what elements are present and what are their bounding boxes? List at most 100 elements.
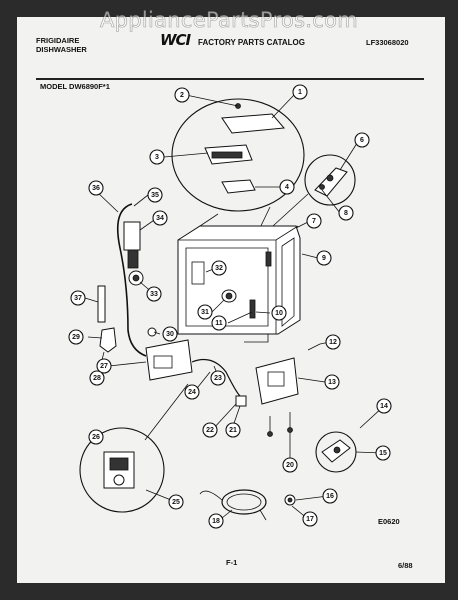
- callout-bubble: [89, 370, 105, 386]
- callout-16: 16: [322, 488, 338, 504]
- callout-bubble: [324, 374, 340, 390]
- callout-30: 30: [162, 326, 178, 342]
- callout-number: 16: [326, 493, 334, 500]
- callout-bubble: [322, 488, 338, 504]
- callout-17: 17: [302, 511, 318, 527]
- revision-date: 6/88: [398, 561, 413, 570]
- callout-number: 10: [275, 310, 283, 317]
- callout-21: 21: [225, 422, 241, 438]
- callout-7: 7: [306, 213, 322, 229]
- callout-bubble: [338, 205, 354, 221]
- callout-bubble: [375, 445, 391, 461]
- callout-bubble: [149, 149, 165, 165]
- callout-number: 35: [151, 192, 159, 199]
- callout-26: 26: [88, 429, 104, 445]
- callout-bubble: [197, 304, 213, 320]
- callout-number: 37: [74, 295, 82, 302]
- callout-number: 7: [312, 218, 316, 225]
- callout-bubble: [302, 511, 318, 527]
- drawing-code: E0620: [378, 517, 400, 526]
- catalog-number: LF33068020: [366, 38, 409, 47]
- callout-bubble: [211, 260, 227, 276]
- model-label: MODEL DW6890F*1: [40, 82, 110, 91]
- callout-number: 1: [298, 89, 302, 96]
- callout-15: 15: [375, 445, 391, 461]
- callout-number: 24: [188, 389, 196, 396]
- wci-logo: WCI: [160, 31, 191, 49]
- callout-number: 2: [180, 92, 184, 99]
- callout-27: 27: [96, 358, 112, 374]
- callout-35: 35: [147, 187, 163, 203]
- switch-detail-circle: [315, 431, 357, 473]
- callout-number: 12: [329, 339, 337, 346]
- callout-number: 9: [322, 255, 326, 262]
- callout-number: 36: [92, 185, 100, 192]
- callout-bubble: [88, 180, 104, 196]
- callout-23: 23: [210, 370, 226, 386]
- callout-2: 2: [174, 87, 190, 103]
- callout-number: 33: [150, 291, 158, 298]
- callout-31: 31: [197, 304, 213, 320]
- callout-8: 8: [338, 205, 354, 221]
- callout-number: 28: [93, 375, 101, 382]
- callout-10: 10: [271, 305, 287, 321]
- callout-32: 32: [211, 260, 227, 276]
- callout-bubble: [68, 329, 84, 345]
- callout-22: 22: [202, 422, 218, 438]
- callout-bubble: [376, 398, 392, 414]
- brand-name: FRIGIDAIRE: [36, 36, 80, 45]
- callout-number: 32: [215, 265, 223, 272]
- callout-number: 27: [100, 363, 108, 370]
- callout-bubble: [210, 370, 226, 386]
- callout-bubble: [325, 334, 341, 350]
- callout-number: 8: [344, 210, 348, 217]
- callout-number: 25: [172, 499, 180, 506]
- callout-34: 34: [152, 210, 168, 226]
- callout-number: 29: [72, 334, 80, 341]
- callout-bubble: [88, 429, 104, 445]
- callout-12: 12: [325, 334, 341, 350]
- callout-36: 36: [88, 180, 104, 196]
- callout-bubble: [208, 513, 224, 529]
- callout-29: 29: [68, 329, 84, 345]
- callout-bubble: [279, 179, 295, 195]
- callout-number: 6: [360, 137, 364, 144]
- callout-bubble: [162, 326, 178, 342]
- callout-bubble: [152, 210, 168, 226]
- callout-number: 31: [201, 309, 209, 316]
- callout-24: 24: [184, 384, 200, 400]
- callout-number: 22: [206, 427, 214, 434]
- callout-4: 4: [279, 179, 295, 195]
- callout-number: 21: [229, 427, 237, 434]
- power-cord: [199, 489, 296, 521]
- callout-bubble: [146, 286, 162, 302]
- callout-20: 20: [282, 457, 298, 473]
- callout-bubble: [306, 213, 322, 229]
- callout-bubble: [202, 422, 218, 438]
- callout-bubble: [168, 494, 184, 510]
- callout-9: 9: [316, 250, 332, 266]
- catalog-title: FACTORY PARTS CATALOG: [198, 38, 305, 47]
- callout-bubble: [211, 315, 227, 331]
- callout-13: 13: [324, 374, 340, 390]
- top-detail-circle: [171, 98, 305, 237]
- callout-number: 18: [212, 518, 220, 525]
- callout-number: 14: [380, 403, 388, 410]
- callout-number: 26: [92, 434, 100, 441]
- callout-bubble: [271, 305, 287, 321]
- appliance-type: DISHWASHER: [36, 45, 87, 54]
- callout-number: 4: [285, 184, 289, 191]
- callout-group: 1234678910111213141516171820212223242526…: [68, 84, 392, 529]
- callout-number: 3: [155, 154, 159, 161]
- callout-bubble: [282, 457, 298, 473]
- callout-number: 34: [156, 215, 164, 222]
- callout-number: 15: [379, 450, 387, 457]
- callout-bubble: [292, 84, 308, 100]
- callout-number: 17: [306, 516, 314, 523]
- callout-1: 1: [292, 84, 308, 100]
- callout-25: 25: [168, 494, 184, 510]
- callout-bubble: [354, 132, 370, 148]
- callout-6: 6: [354, 132, 370, 148]
